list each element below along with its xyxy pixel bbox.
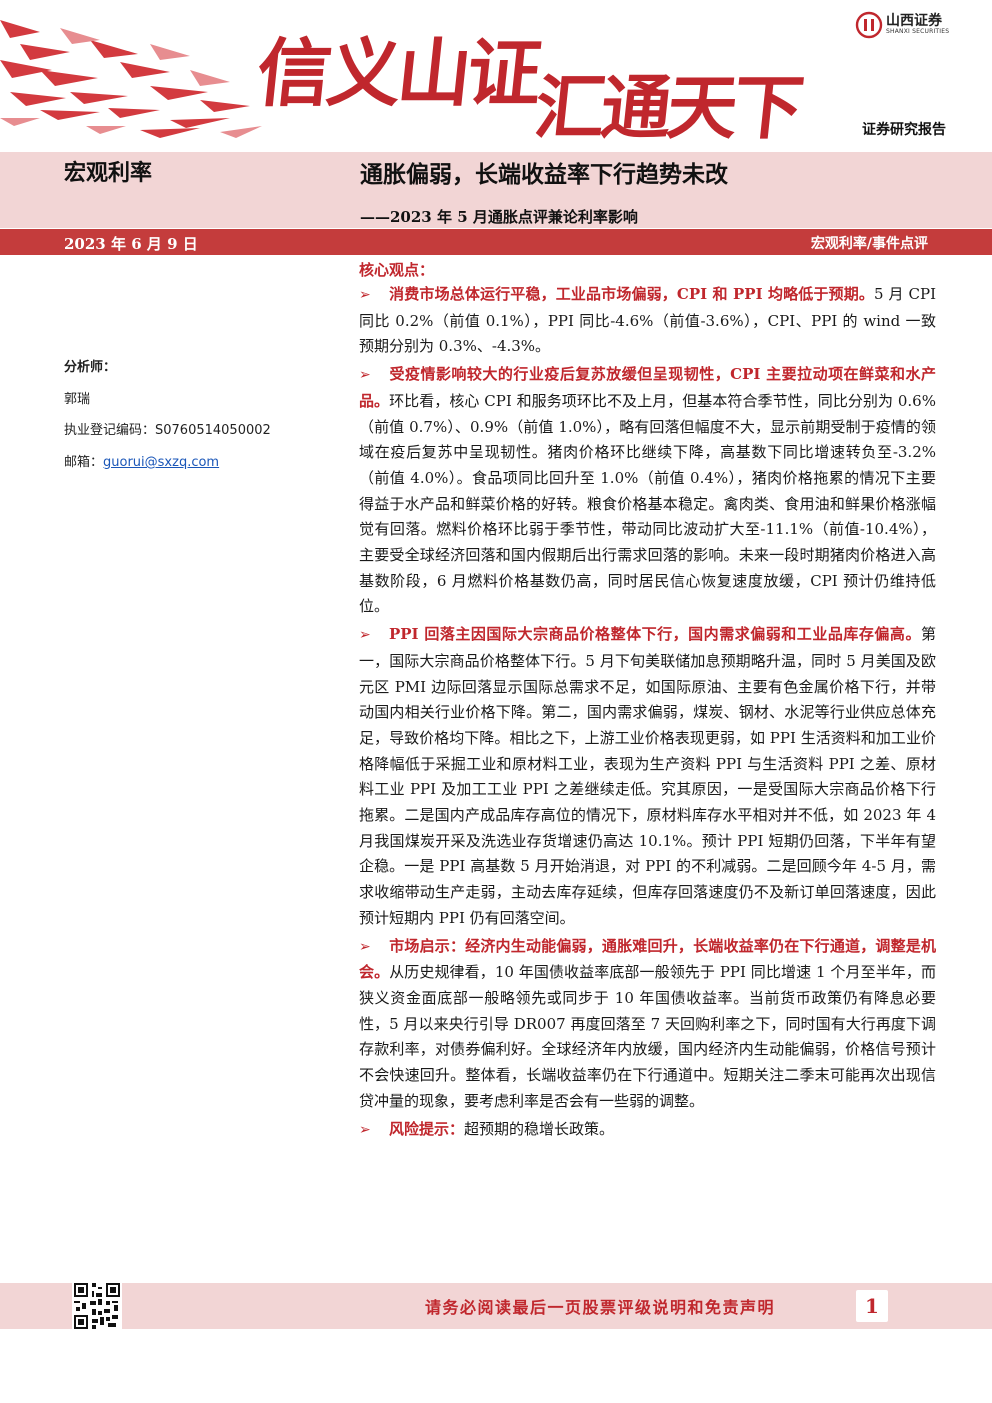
bullet-icon: ➢ <box>359 367 371 384</box>
section-text: 第一，国际大宗商品价格整体下行。5 月下旬美联储加息预期略升温，同时 5 月美国… <box>359 625 936 927</box>
email-link[interactable]: guorui@sxzq.com <box>103 455 220 470</box>
slogan-line-1: 信义山证 <box>252 31 542 117</box>
email-line: 邮箱：guorui@sxzq.com <box>64 451 219 470</box>
section-heading: 受疫情影响较大的行业疫后复苏放缓但呈现韧性，CPI 主要拉动项在鲜菜和水产品。 <box>359 365 936 410</box>
core-view-title: 核心观点： <box>359 261 435 279</box>
section-heading: 市场启示：经济内生动能偏弱，通胀难回升，长端收益率仍在下行通道，调整是机会。 <box>359 936 936 982</box>
registration-line: 执业登记编码：S0760514050002 <box>64 419 271 438</box>
section-text: 5 月 CPI 同比 0.2%（前值 0.1%），PPI 同比-4.6%（前值-… <box>359 285 936 356</box>
section-heading: 消费市场总体运行平稳，工业品市场偏弱，CPI 和 PPI 均略低于预期。 <box>389 285 874 303</box>
bullet-icon: ➢ <box>359 1121 371 1138</box>
slogan-line-2: 汇通天下 <box>531 67 804 149</box>
section-5: ➢ 风险提示：超预期的稳增长政策。 <box>359 1117 936 1144</box>
report-title: 通胀偏弱，长端收益率下行趋势未改 <box>360 162 728 188</box>
company-logo-icon <box>855 11 883 39</box>
email-label: 邮箱： <box>64 455 104 470</box>
section-4: ➢市场启示：经济内生动能偏弱，通胀难回升，长端收益率仍在下行通道，调整是机会。从… <box>359 934 936 1115</box>
report-subtitle: ——2023 年 5 月通胀点评兼论利率影响 <box>360 208 638 226</box>
title-band <box>0 152 992 228</box>
section-2: ➢受疫情影响较大的行业疫后复苏放缓但呈现韧性，CPI 主要拉动项在鲜菜和水产品。… <box>359 362 936 620</box>
section-text: 从历史规律看，10 年国债收益率底部一般领先于 PPI 同比增速 1 个月至半年… <box>359 963 936 1110</box>
date-bar <box>0 229 992 255</box>
header-banner-decoration <box>0 20 262 138</box>
section-text: 超预期的稳增长政策。 <box>464 1119 615 1138</box>
section-text: 环比看，核心 CPI 和服务项环比不及上月，但基本符合季节性，同比分别为 0.6… <box>359 391 936 616</box>
section-heading: 风险提示： <box>389 1119 465 1138</box>
page-number: 1 <box>856 1290 888 1322</box>
registration-label: 执业登记编码： <box>64 423 156 438</box>
report-tag: 宏观利率/事件点评 <box>810 236 928 252</box>
company-name: 山西证券 <box>886 13 942 29</box>
footer-band <box>0 1283 992 1329</box>
bullet-icon: ➢ <box>359 287 371 303</box>
bullet-icon: ➢ <box>359 627 371 644</box>
section-heading: PPI 回落主因国际大宗商品价格整体下行，国内需求偏弱和工业品库存偏高。 <box>389 625 921 644</box>
company-name-en: SHANXI SECURITIES <box>886 28 950 35</box>
report-category: 宏观利率 <box>64 161 153 186</box>
registration-code: S0760514050002 <box>155 423 271 438</box>
analyst-label: 分析师： <box>64 360 117 375</box>
report-type-label: 证券研究报告 <box>862 122 946 138</box>
report-body: 核心观点： ➢ 消费市场总体运行平稳，工业品市场偏弱，CPI 和 PPI 均略低于… <box>359 258 936 1143</box>
bullet-icon: ➢ <box>359 938 371 955</box>
footer-disclaimer: 请务必阅读最后一页股票评级说明和免责声明 <box>425 1298 776 1317</box>
qr-code-icon <box>72 1281 122 1331</box>
section-3: ➢ PPI 回落主因国际大宗商品价格整体下行，国内需求偏弱和工业品库存偏高。第一，… <box>359 622 936 931</box>
report-date: 2023 年 6 月 9 日 <box>64 235 198 253</box>
analyst-name: 郭瑞 <box>64 392 91 407</box>
section-1: ➢ 消费市场总体运行平稳，工业品市场偏弱，CPI 和 PPI 均略低于预期。5 月… <box>359 282 936 360</box>
